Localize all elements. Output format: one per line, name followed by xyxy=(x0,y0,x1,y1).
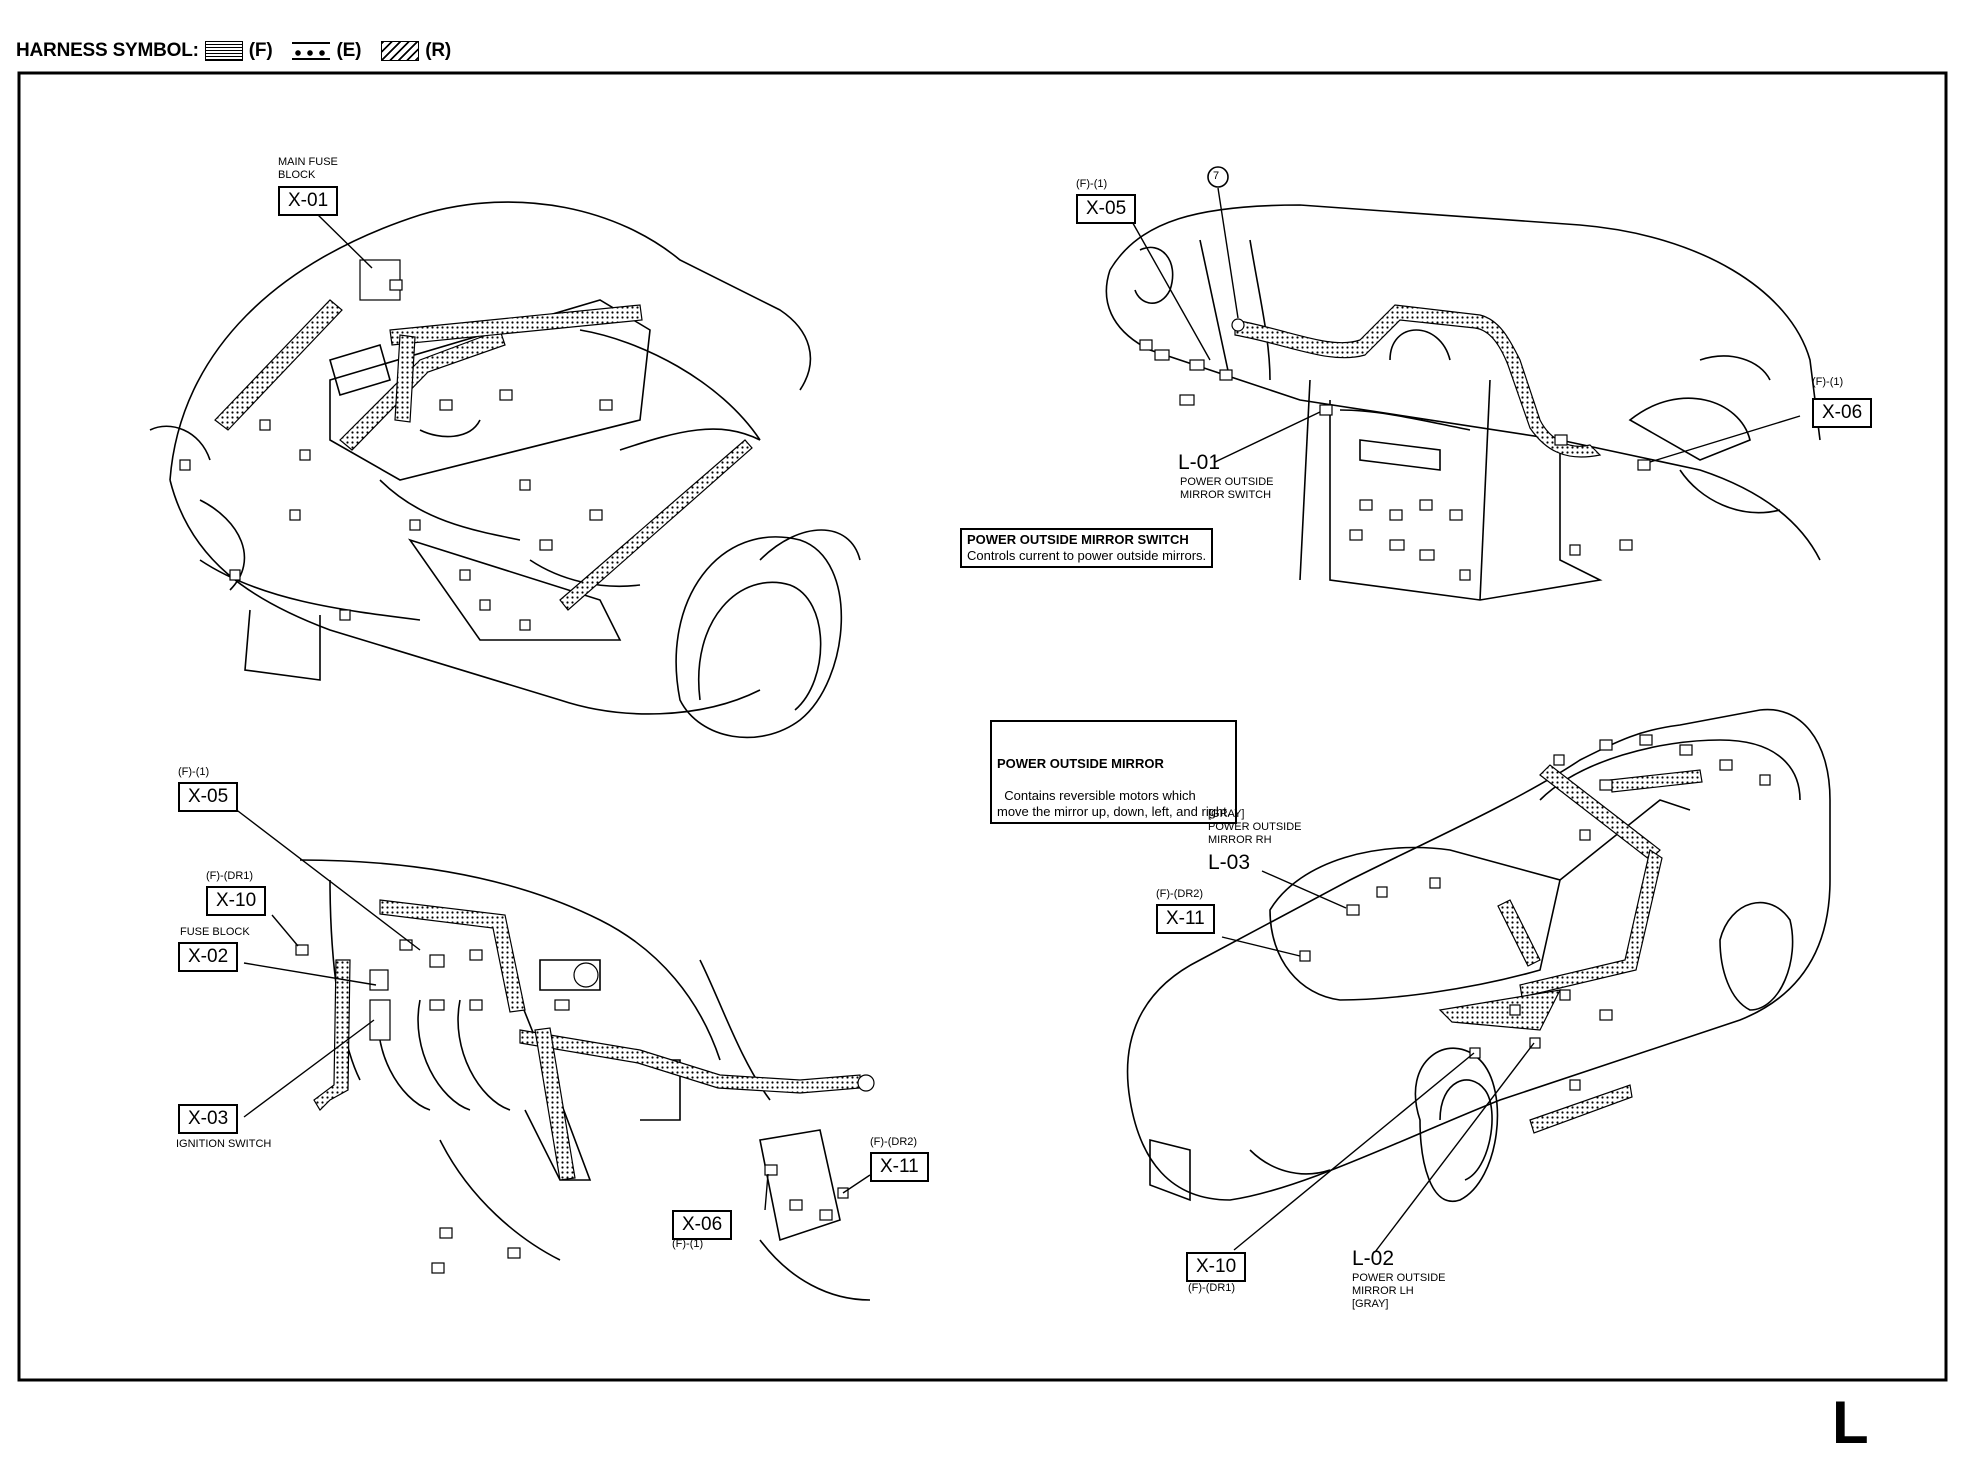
legend-title: HARNESS SYMBOL: xyxy=(16,40,199,61)
ground-point-circle xyxy=(1207,166,1229,188)
component-label-l01: L-01 xyxy=(1178,451,1221,474)
x05-left-subcode: (F)-(1) xyxy=(178,766,210,778)
x06-dash-subcode: (F)-(1) xyxy=(1812,376,1844,388)
legend-label-engine: (E) xyxy=(336,40,362,61)
l01-description: POWER OUTSIDE MIRROR SWITCH xyxy=(1180,476,1274,501)
page-section-letter: L xyxy=(1832,1389,1869,1456)
connector-label-x06-left: X-06 xyxy=(672,1210,733,1240)
connector-label-x03: X-03 xyxy=(178,1104,239,1134)
connector-label-x10-left: X-10 xyxy=(206,886,267,916)
x11-left-subcode: (F)-(DR2) xyxy=(870,1136,918,1148)
x06-left-subcode: (F)-(1) xyxy=(672,1238,704,1250)
car-harness xyxy=(1438,764,1703,1134)
connector-label-x02: X-02 xyxy=(178,942,239,972)
component-label-l03: L-03 xyxy=(1208,851,1251,874)
connector-label-x11-left: X-11 xyxy=(870,1152,929,1182)
component-label-l02: L-02 xyxy=(1352,1247,1395,1270)
leader-x01 xyxy=(314,211,373,269)
note-power-mirror-title: POWER OUTSIDE MIRROR xyxy=(997,756,1164,771)
harness-symbol-legend: HARNESS SYMBOL: (F) (E) (R) xyxy=(16,40,465,62)
note-power-mirror: POWER OUTSIDE MIRROR Contains reversible… xyxy=(990,720,1238,824)
dash-left-connectors xyxy=(295,939,875,1274)
harness-rear-hatch-icon xyxy=(381,41,420,61)
x10-left-subcode: (F)-(DR1) xyxy=(206,870,254,882)
x02-description: FUSE BLOCK xyxy=(180,926,250,938)
note-power-mirror-body: Contains reversible motors which move th… xyxy=(997,788,1231,819)
connector-label-x05-dash: X-05 xyxy=(1076,194,1137,224)
dash-left-drawing xyxy=(299,859,871,1301)
l02-description: POWER OUTSIDE MIRROR LH [GRAY] xyxy=(1352,1272,1446,1310)
dashboard-drawing xyxy=(1105,204,1821,601)
engine-bay-drawing xyxy=(149,201,861,739)
diagram-frame xyxy=(17,71,1948,1382)
harness-front-pattern-icon xyxy=(204,41,243,61)
engine-bay-connectors xyxy=(179,259,613,631)
dashboard-leaders xyxy=(1129,187,1801,463)
dashboard-connectors xyxy=(1139,318,1651,581)
note-mirror-switch-title: POWER OUTSIDE MIRROR SWITCH xyxy=(967,532,1189,547)
x11-car-subcode: (F)-(DR2) xyxy=(1156,888,1204,900)
x10-car-subcode: (F)-(DR1) xyxy=(1188,1282,1236,1294)
legend-label-front: (F) xyxy=(248,40,273,61)
x01-description: MAIN FUSE BLOCK xyxy=(278,156,338,181)
x05-dash-subcode: (F)-(1) xyxy=(1076,178,1108,190)
connector-label-x06-dash: X-06 xyxy=(1812,398,1873,428)
car-drawing xyxy=(1126,708,1831,1203)
harness-engine-dots-icon xyxy=(292,42,331,60)
dashboard-harness xyxy=(1234,304,1602,458)
connector-label-x10-car: X-10 xyxy=(1186,1252,1247,1282)
connector-label-x05-left: X-05 xyxy=(178,782,239,812)
x03-description: IGNITION SWITCH xyxy=(176,1138,272,1150)
dash-left-leaders xyxy=(233,807,871,1211)
car-leaders xyxy=(1221,870,1535,1253)
l03-description: [GRAY] POWER OUTSIDE MIRROR RH xyxy=(1208,808,1302,846)
note-mirror-switch-body: Controls current to power outside mirror… xyxy=(967,548,1207,563)
connector-label-x01: X-01 xyxy=(278,186,339,216)
ground-point-number: 7 xyxy=(1213,170,1220,182)
engine-bay-harness xyxy=(214,299,753,611)
connector-label-x11-car: X-11 xyxy=(1156,904,1215,934)
note-mirror-switch: POWER OUTSIDE MIRROR SWITCH Controls cur… xyxy=(960,528,1214,568)
car-connectors xyxy=(1299,734,1771,1091)
legend-label-rear: (R) xyxy=(425,40,451,61)
dash-left-harness xyxy=(313,899,861,1181)
